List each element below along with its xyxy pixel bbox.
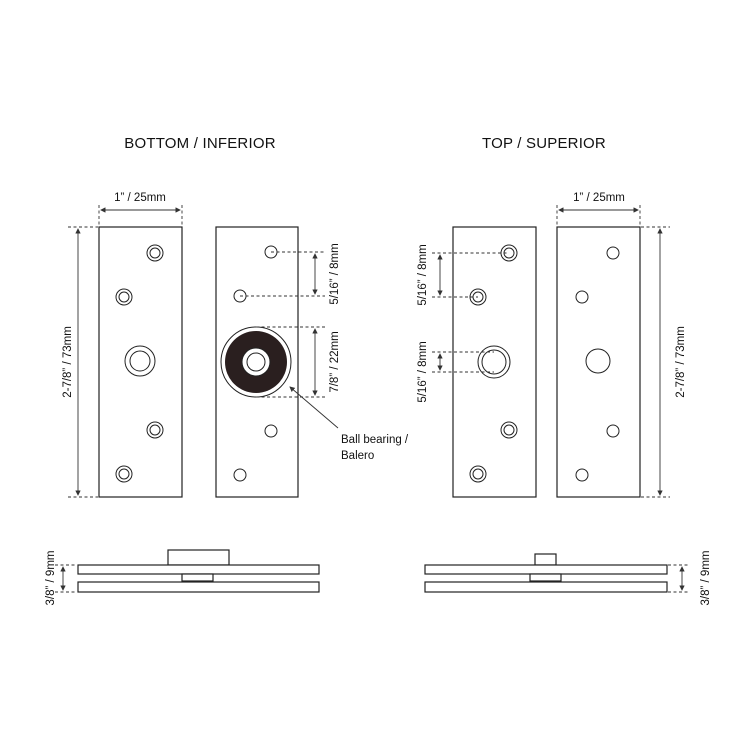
top-height-dimension: 2-7/8” / 73mm [641,226,687,498]
bottom-plate-outer [98,226,183,498]
bottom-height-dimension: 2-7/8” / 73mm [62,226,98,498]
top-width-dimension: 1” / 25mm [556,192,641,226]
bottom-thickness-label: 3/8” / 9mm [45,551,57,606]
bottom-width-dimension: 1” / 25mm [98,192,183,226]
top-side-view [424,553,668,593]
bottom-width-label: 1” / 25mm [114,192,166,204]
title-top: TOP / SUPERIOR [482,135,606,152]
top-plate-outer [556,226,641,498]
bearing-diameter-dimension: 7/8” / 22mm [256,326,341,398]
ball-bearing-label-2: Balero [341,450,374,462]
top-height-label: 2-7/8” / 73mm [675,326,687,398]
bottom-thickness-dimension: 3/8” / 9mm [45,551,77,606]
ball-bearing-label-1: Ball bearing / [341,434,409,446]
top-pin-offset-label: 5/16” / 8mm [417,341,429,402]
top-hole-spacing-label: 5/16” / 8mm [417,244,429,305]
title-bottom: BOTTOM / INFERIOR [124,135,275,152]
top-thickness-label: 3/8” / 9mm [700,551,712,606]
top-pin-offset-dimension: 5/16” / 8mm [417,341,494,403]
ball-bearing [220,326,292,398]
bearing-diameter-label: 7/8” / 22mm [329,331,341,392]
top-thickness-dimension: 3/8” / 9mm [668,551,712,606]
bottom-hole-spacing-dimension: 5/16” / 8mm [240,243,341,305]
bottom-side-view [77,549,320,593]
top-hole-spacing-dimension: 5/16” / 8mm [417,244,509,306]
bottom-height-label: 2-7/8” / 73mm [62,326,74,398]
ball-bearing-callout: Ball bearing / Balero [289,386,409,462]
bottom-hole-spacing-label: 5/16” / 8mm [329,243,341,304]
top-plate-inner [452,226,537,498]
top-width-label: 1” / 25mm [573,192,625,204]
